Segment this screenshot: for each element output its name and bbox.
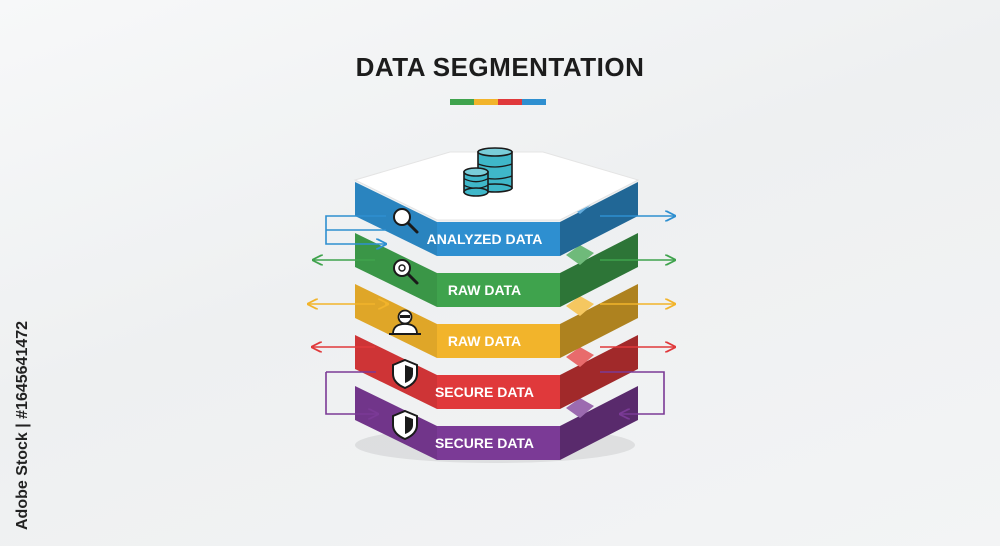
layer-4: SECURE DATA xyxy=(355,335,638,409)
layer-3: RAW DATA xyxy=(355,284,638,358)
underline-green xyxy=(450,99,474,105)
layer-label: RAW DATA xyxy=(448,333,521,349)
layer-tab xyxy=(566,398,594,418)
layer-right-face xyxy=(560,335,638,409)
underline-red xyxy=(498,99,522,105)
layer-5: SECURE DATA xyxy=(355,386,638,460)
layer-2: RAW DATA xyxy=(355,233,638,307)
layer-tab xyxy=(566,347,594,367)
magnifier-icon xyxy=(393,208,419,234)
layer-stack: SECURE DATA SECURE DATA RAW DATA RAW DATA AN… xyxy=(355,182,638,460)
layer-1: ANALYZED DATA xyxy=(355,182,638,256)
shield-icon xyxy=(392,409,418,441)
underline-blue xyxy=(522,99,546,105)
hacker-icon xyxy=(389,309,421,335)
layer-label: ANALYZED DATA xyxy=(427,231,543,247)
layer-tab xyxy=(566,245,594,265)
layer-front-face xyxy=(437,222,560,256)
layer-front-face xyxy=(437,273,560,307)
layer-right-face xyxy=(560,182,638,256)
layer-front-face xyxy=(437,375,560,409)
layer-right-face xyxy=(560,233,638,307)
layer-label: SECURE DATA xyxy=(435,435,534,451)
bug-search-icon xyxy=(393,259,419,285)
connector-arrows xyxy=(308,216,675,414)
purple-right-loop xyxy=(600,371,665,414)
layer-front-face xyxy=(437,426,560,460)
layer-left-face xyxy=(355,284,437,358)
layer-label: RAW DATA xyxy=(448,282,521,298)
shield-icon xyxy=(392,358,418,390)
purple-left-loop xyxy=(325,372,378,414)
layer-front-face xyxy=(437,324,560,358)
layer-tab xyxy=(566,296,594,316)
layer-label: SECURE DATA xyxy=(435,384,534,400)
layer-right-face xyxy=(560,284,638,358)
underline-yellow xyxy=(474,99,498,105)
top-cap xyxy=(353,147,640,221)
title-underline xyxy=(450,99,546,105)
database-icon xyxy=(463,147,513,197)
page-title: DATA SEGMENTATION xyxy=(355,52,645,82)
layer-right-face xyxy=(560,386,638,460)
